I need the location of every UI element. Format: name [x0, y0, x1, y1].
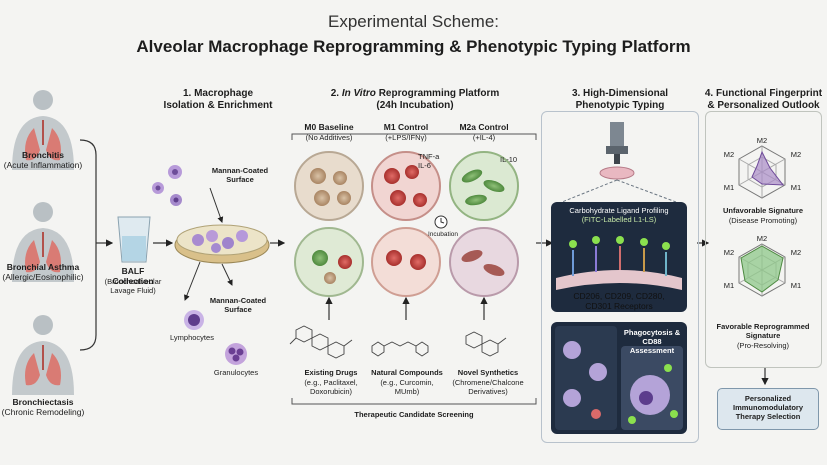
radar1-label-ll: M1 [723, 183, 735, 192]
molecule-drug-icon [289, 325, 353, 359]
control-m0-desc: (No Additives) [305, 133, 353, 142]
candidate-drugs-desc: (e.g., Paclitaxel, Doxorubicin) [304, 378, 358, 396]
patient-name-asthma: Bronchial Asthma [6, 262, 80, 272]
arrow-surface-bottom [221, 263, 233, 286]
lymphocyte-icon [184, 310, 204, 330]
step4-title: 4. Functional Fingerprint & Personalized… [704, 88, 823, 111]
granulocyte-icon [225, 343, 247, 365]
fingerprint-panel-frame [705, 111, 822, 368]
isolation-dish [174, 224, 270, 264]
patient-figure-asthma [12, 202, 74, 282]
therapy-selection-box [717, 388, 819, 430]
profiling-subtitle: (FITC-Labelled L1-LS) [581, 215, 657, 224]
balf-cup-icon [117, 216, 151, 263]
cytokines-m1: TNF-a IL-6 [418, 152, 440, 170]
well-natural [371, 227, 441, 297]
well-m2a [449, 151, 519, 221]
step3-title: 3. High-Dimensional Phenotypic Typing [571, 88, 669, 111]
patient-name-bronchitis: Bronchitis [21, 150, 65, 160]
patient-figure-bronchiectasis [12, 315, 74, 395]
platform-top-bracket [291, 133, 537, 140]
typing-panel-frame [541, 111, 699, 443]
receptor-ligand-icons [556, 236, 682, 290]
radar-unfavorable [738, 145, 786, 199]
radar2-label-ur: M2 [790, 248, 802, 257]
receptors-label: CD206, CD209, CD280, CD301 Receptors [573, 291, 665, 311]
incubation-label: Incubation [428, 231, 458, 238]
radar1-label-ul: M2 [723, 150, 735, 159]
balf-title: BALF Collection [112, 266, 154, 286]
surface-label-bottom: Mannan-Coated Surface [209, 296, 267, 314]
incubation-clock-icon [434, 215, 448, 229]
control-m1-desc: (+LPS/IFNγ) [385, 133, 427, 142]
radar2-label-lr: M1 [790, 281, 802, 290]
page-title: Alveolar Macrophage Reprogramming & Phen… [136, 37, 691, 56]
screening-bracket [291, 398, 537, 405]
step2-title: 2. In Vitro Reprogramming Platform [330, 88, 500, 99]
phagocytosis-label: Phagocytosis & CD88 Assessment [623, 328, 681, 355]
unfavorable-title: Unfavorable Signature [722, 206, 804, 215]
screening-label: Therapeutic Candidate Screening [354, 410, 474, 419]
patient-bracket [79, 139, 114, 351]
patient-desc-bronchiectasis: (Chronic Remodeling) [1, 407, 85, 417]
arrow-surface-top [209, 187, 224, 223]
patient-desc-asthma: (Allergic/Eosinophilic) [2, 272, 84, 282]
control-m2a-name: M2a Control [459, 122, 509, 132]
control-m2a-desc: (+IL-4) [472, 133, 496, 142]
candidate-synthetic-name: Novel Synthetics [457, 368, 519, 377]
radar2-label-ul: M2 [723, 248, 735, 257]
cytokines-m2: IL-10 [500, 155, 518, 164]
microscope-icon [599, 122, 635, 180]
molecule-synthetic-icon [465, 331, 507, 357]
candidate-natural-name: Natural Compounds [371, 368, 443, 377]
candidate-drugs-name: Existing Drugs [304, 368, 358, 377]
patient-desc-bronchitis: (Acute Inflammation) [3, 160, 83, 170]
unfavorable-desc: (Disease Promoting) [728, 216, 798, 225]
radar1-label-lr: M1 [790, 183, 802, 192]
favorable-title: Favorable Reprogrammed Signature [716, 322, 810, 340]
therapy-selection-label: Personalized Immunomodulatory Therapy Se… [732, 394, 803, 421]
control-m0-name: M0 Baseline [304, 122, 354, 132]
radar2-label-top: M2 [756, 234, 768, 243]
floating-cells [152, 165, 182, 206]
radar2-label-ll: M1 [723, 281, 735, 290]
title-line1: Experimental Scheme: [327, 12, 500, 31]
well-drug [294, 227, 364, 297]
candidate-synthetic-desc: (Chromene/Chalcone Derivatives) [452, 378, 524, 396]
control-m1-name: M1 Control [383, 122, 429, 132]
patient-name-bronchiectasis: Bronchiectasis [12, 397, 74, 407]
favorable-desc: (Pro-Resolving) [736, 341, 790, 350]
radar1-label-top: M2 [756, 136, 768, 145]
candidate-natural-desc: (e.g., Curcomin, MUmb) [380, 378, 434, 396]
phagocyte-cells [563, 341, 678, 424]
molecule-natural-icon [371, 341, 429, 357]
profiling-title: Carbohydrate Ligand Profiling [569, 206, 669, 215]
granulocytes-label: Granulocytes [213, 368, 259, 377]
patient-figure-bronchitis [12, 90, 74, 170]
step1-title: 1. Macrophage Isolation & Enrichment [163, 88, 273, 111]
lymphocytes-label: Lymphocytes [170, 333, 214, 342]
balf-desc: (Bronchoalveolar Lavage Fluid) [104, 277, 162, 295]
step2-subtitle: (24h Incubation) [376, 100, 454, 111]
well-synthetic [449, 227, 519, 297]
surface-label-top: Mannan-Coated Surface [211, 166, 269, 184]
radar1-label-ur: M2 [790, 150, 802, 159]
well-m0 [294, 151, 364, 221]
well-m1 [371, 151, 441, 221]
radar-favorable [738, 243, 786, 297]
arrow-to-lymphocytes [184, 261, 201, 301]
